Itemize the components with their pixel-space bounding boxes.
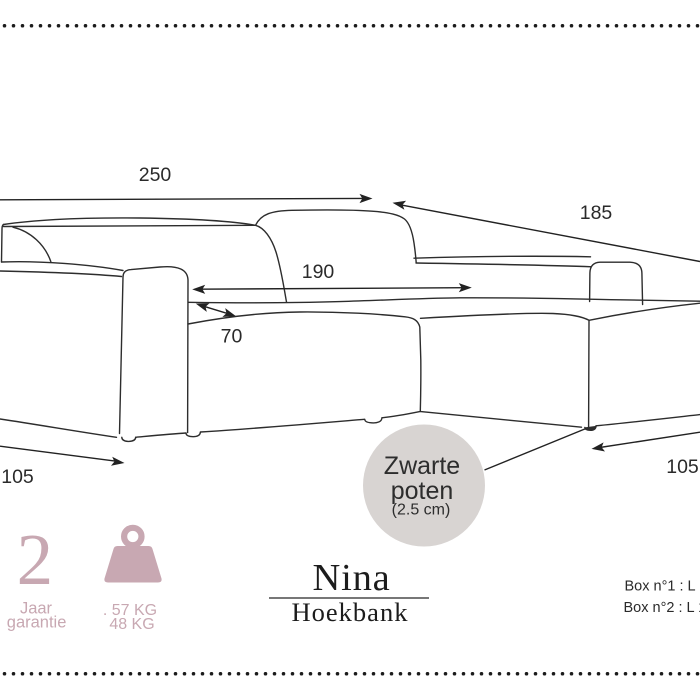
svg-text:poten: poten (391, 477, 454, 505)
svg-text:185: 185 (580, 202, 613, 224)
svg-text:190: 190 (302, 261, 335, 283)
svg-text:. 57 KG: . 57 KG (103, 602, 157, 619)
svg-text:Box n°2 : L 1: Box n°2 : L 1 (624, 600, 700, 616)
svg-text:105: 105 (666, 456, 699, 478)
svg-text:Jaar: Jaar (20, 600, 53, 618)
svg-text:70: 70 (221, 326, 243, 348)
svg-text:105: 105 (1, 466, 34, 488)
svg-text:Hoekbank: Hoekbank (292, 597, 409, 627)
svg-text:(2.5 cm): (2.5 cm) (392, 502, 451, 519)
svg-text:48 KG: 48 KG (109, 616, 154, 633)
svg-text:Nina: Nina (312, 557, 390, 599)
svg-text:garantie: garantie (7, 614, 67, 632)
svg-text:Zwarte: Zwarte (384, 452, 460, 480)
svg-text:Box n°1 : L 1: Box n°1 : L 1 (625, 579, 700, 595)
svg-text:2: 2 (17, 519, 54, 600)
svg-text:250: 250 (139, 164, 172, 186)
